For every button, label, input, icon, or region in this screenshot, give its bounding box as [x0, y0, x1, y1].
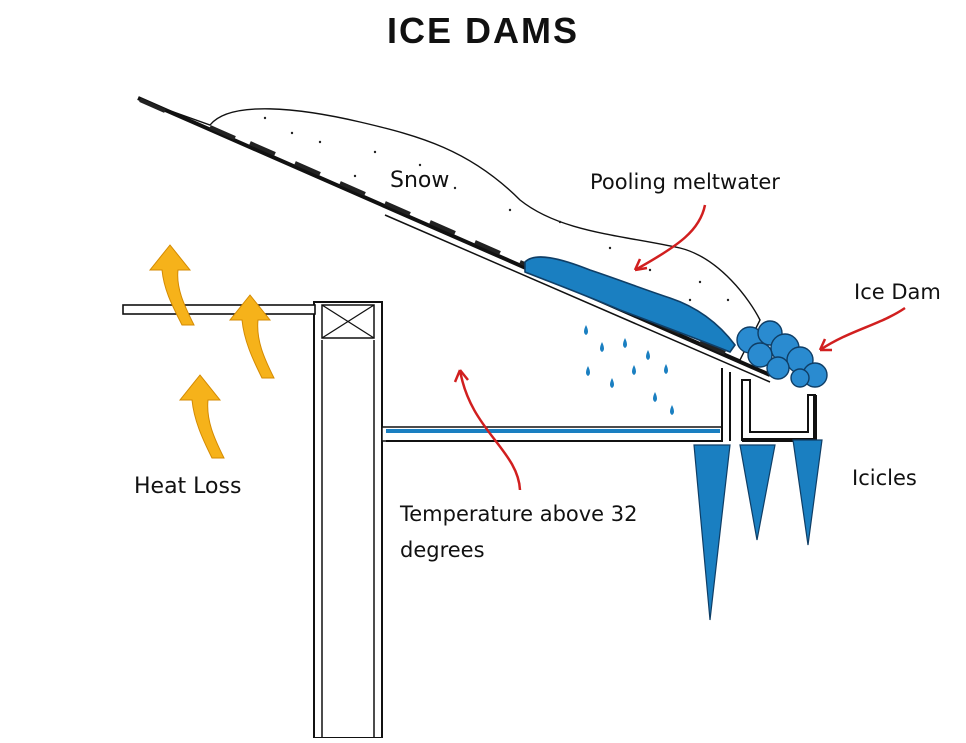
pointer-arrows — [453, 204, 906, 491]
icicle-2 — [739, 444, 776, 541]
label-snow: Snow — [390, 168, 450, 193]
page-title: ICE DAMS — [386, 10, 579, 51]
label-icicles: Icicles — [852, 466, 917, 490]
heat-arrow-1 — [148, 244, 195, 326]
fascia — [386, 368, 723, 442]
wall-stud — [313, 301, 383, 739]
roof-deck — [137, 96, 771, 377]
heat-arrow-3 — [178, 374, 225, 459]
icicle-3 — [792, 439, 823, 546]
icicle-1 — [693, 444, 731, 621]
snow-dots — [263, 116, 730, 302]
icicles — [693, 439, 823, 621]
heat-loss-arrows — [148, 244, 275, 459]
label-temperature: Temperature above 32 degrees — [400, 502, 638, 562]
pointer-icedam — [819, 306, 906, 352]
gutter — [741, 379, 816, 441]
label-heat-loss: Heat Loss — [134, 474, 242, 499]
label-ice-dam: Ice Dam — [854, 280, 941, 304]
pointer-temperature — [458, 369, 522, 491]
pointer-pooling — [634, 204, 707, 272]
ceiling-left — [122, 304, 316, 315]
pooling-meltwater — [524, 256, 736, 353]
roof-underside — [384, 214, 771, 383]
label-pooling-meltwater: Pooling meltwater — [590, 170, 780, 194]
meltwater-drops — [584, 325, 674, 415]
heat-arrow-2 — [228, 294, 275, 379]
ice-dam — [736, 320, 828, 388]
